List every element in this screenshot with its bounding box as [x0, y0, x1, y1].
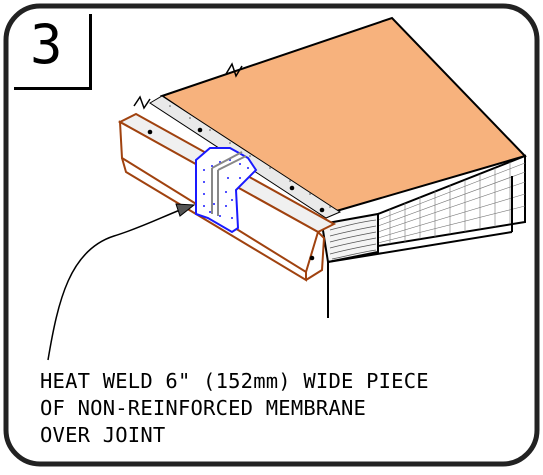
deck-line	[327, 231, 513, 263]
leader-arrowhead	[175, 203, 196, 217]
membrane-dots	[169, 105, 331, 208]
membrane-patch	[195, 147, 258, 234]
wood-blocking-face	[320, 212, 379, 264]
caption-line: OF NON-REINFORCED MEMBRANE	[40, 396, 367, 420]
wood-grain	[329, 219, 377, 260]
caption-line: OVER JOINT	[40, 423, 166, 447]
metal-edge-drip	[121, 157, 307, 282]
insulation-grid	[377, 162, 526, 244]
step-number-box	[14, 14, 92, 90]
detail-caption: HEAT WELD 6" (152mm) WIDE PIECE OF NON-R…	[40, 368, 530, 449]
step-number: 3	[30, 13, 63, 76]
metal-edge-return	[305, 231, 326, 281]
leader-arrow-icon	[47, 209, 181, 361]
outer-frame	[3, 3, 540, 467]
caption-line: HEAT WELD 6" (152mm) WIDE PIECE	[40, 369, 429, 393]
break-mark	[225, 62, 243, 78]
break-mark	[133, 95, 151, 110]
